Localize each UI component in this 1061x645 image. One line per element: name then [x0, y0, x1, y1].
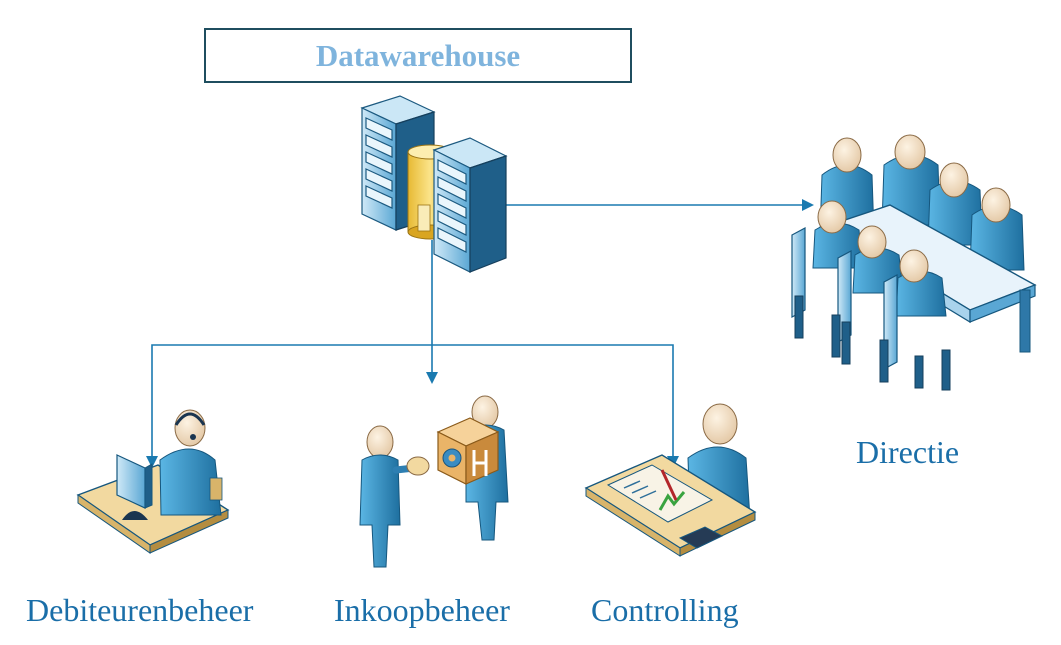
datawarehouse-title: Datawarehouse — [315, 37, 521, 73]
label-debiteurenbeheer: Debiteurenbeheer — [26, 592, 254, 628]
package-exchange-icon — [359, 395, 509, 568]
label-controlling: Controlling — [591, 592, 739, 628]
analyst-desk-icon — [584, 403, 757, 557]
connector-lines — [146, 199, 814, 468]
call-center-agent-icon — [76, 409, 230, 554]
datawarehouse-title-box: Datawarehouse — [204, 28, 632, 83]
label-inkoopbeheer: Inkoopbeheer — [334, 592, 510, 628]
server-rack-icon — [360, 95, 508, 273]
meeting-table-icon — [791, 134, 1037, 391]
label-directie: Directie — [856, 434, 960, 470]
connector-to-controlling — [432, 344, 679, 468]
connector-to-debiteuren — [146, 344, 432, 468]
